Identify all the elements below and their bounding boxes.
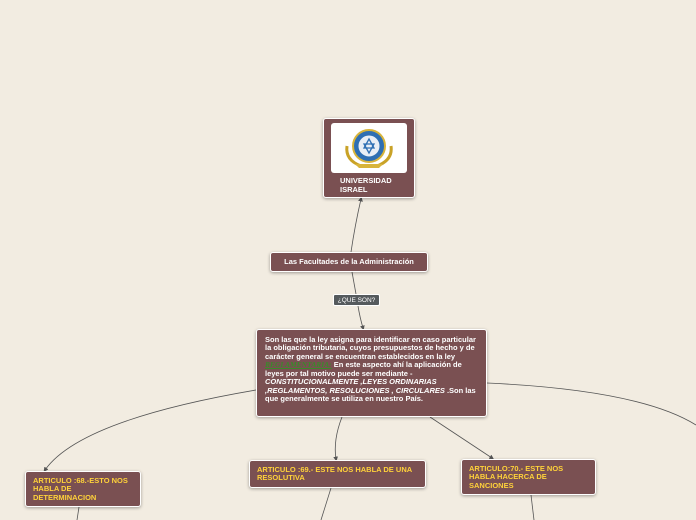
link-desc-to-art69 xyxy=(333,416,343,462)
link-tag-to-desc xyxy=(357,305,365,331)
description-reglamentaria: REGLAMENTARIA: xyxy=(265,360,332,370)
link-art68-down xyxy=(76,506,80,520)
university-seal-icon xyxy=(331,123,407,173)
link-art69-down xyxy=(320,487,332,520)
node-articulo-70[interactable]: ARTICULO:70.- ESTE NOS HABLA HACERCA DE … xyxy=(461,459,596,495)
connector-label-que-son: ¿QUE SON? xyxy=(333,294,380,306)
description-list: CONSTITUCIONALMENTE ,LEYES ORDINARIAS ,R… xyxy=(265,377,445,395)
link-desc-to-art68 xyxy=(43,389,257,472)
description-closing: .Son las que generalmente se utiliza en … xyxy=(265,385,476,404)
facultades-label: Las Facultades de la Administración xyxy=(284,256,414,266)
link-desc-to-offscreen xyxy=(486,382,696,426)
node-articulo-68[interactable]: ARTICULO :68.-ESTO NOS HABLA DE DETERMIN… xyxy=(25,471,141,507)
articulo-70-label: ARTICULO:70.- ESTE NOS HABLA HACERCA DE … xyxy=(469,464,564,490)
node-description[interactable]: Son las que la ley asigna para identific… xyxy=(256,329,487,417)
node-facultades[interactable]: Las Facultades de la Administración xyxy=(270,252,428,272)
description-aplicacion: En este aspecto ahí la aplicación de ley… xyxy=(265,360,462,378)
link-art70-down xyxy=(530,494,535,520)
node-articulo-69[interactable]: ARTICULO :69.- ESTE NOS HABLA DE UNA RES… xyxy=(249,460,426,488)
articulo-69-label: ARTICULO :69.- ESTE NOS HABLA DE UNA RES… xyxy=(257,465,412,483)
root-title: UNIVERSIDAD ISRAEL xyxy=(340,176,392,194)
link-facultades-to-root xyxy=(350,196,363,253)
description-intro: Son las que la ley asigna para identific… xyxy=(265,335,476,361)
link-facultades-to-tag xyxy=(351,271,357,295)
articulo-68-label: ARTICULO :68.-ESTO NOS HABLA DE DETERMIN… xyxy=(33,476,128,502)
link-desc-to-art70 xyxy=(429,416,494,460)
root-node-universidad-israel[interactable]: UNIVERSIDAD ISRAEL xyxy=(323,118,415,198)
